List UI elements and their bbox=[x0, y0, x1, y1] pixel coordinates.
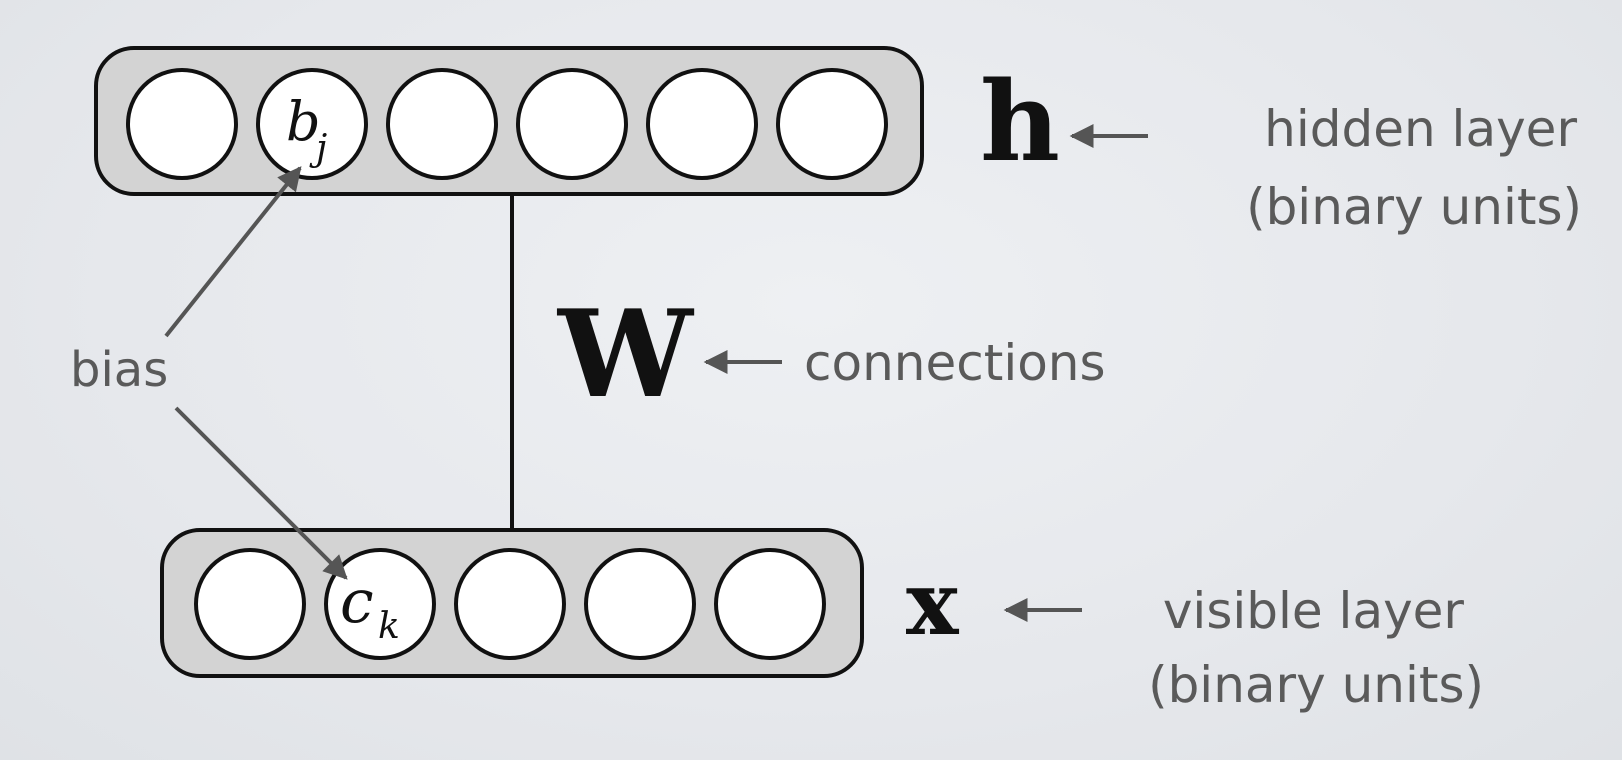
visible-units bbox=[194, 548, 826, 660]
hidden-unit bbox=[126, 68, 238, 180]
hidden-unit bbox=[256, 68, 368, 180]
bias-label: bias bbox=[70, 342, 168, 398]
hidden-bias-symbol: b bbox=[286, 90, 321, 153]
visible-layer-label-line2: (binary units) bbox=[1148, 656, 1484, 714]
hidden-layer-label-line2: (binary units) bbox=[1246, 178, 1582, 236]
visible-layer: c k bbox=[160, 528, 864, 678]
hidden-unit bbox=[646, 68, 758, 180]
visible-layer-label-line1: visible layer bbox=[1163, 582, 1465, 640]
visible-unit bbox=[454, 548, 566, 660]
hidden-units bbox=[126, 68, 888, 180]
hidden-unit bbox=[516, 68, 628, 180]
hidden-layer: b j bbox=[94, 46, 924, 196]
visible-unit bbox=[194, 548, 306, 660]
visible-symbol: x bbox=[906, 551, 960, 655]
bias-arrow-icon bbox=[164, 166, 302, 338]
hidden-layer-label-line1: hidden layer bbox=[1264, 100, 1577, 158]
connections-label: connections bbox=[804, 334, 1106, 392]
visible-unit bbox=[584, 548, 696, 660]
hidden-symbol: h bbox=[980, 57, 1060, 186]
hidden-unit bbox=[386, 68, 498, 180]
visible-bias-subscript: k bbox=[378, 606, 400, 647]
weights-symbol: W bbox=[556, 284, 695, 425]
visible-unit bbox=[324, 548, 436, 660]
visible-unit bbox=[714, 548, 826, 660]
bias-arrow-icon bbox=[174, 406, 348, 580]
hidden-unit bbox=[776, 68, 888, 180]
